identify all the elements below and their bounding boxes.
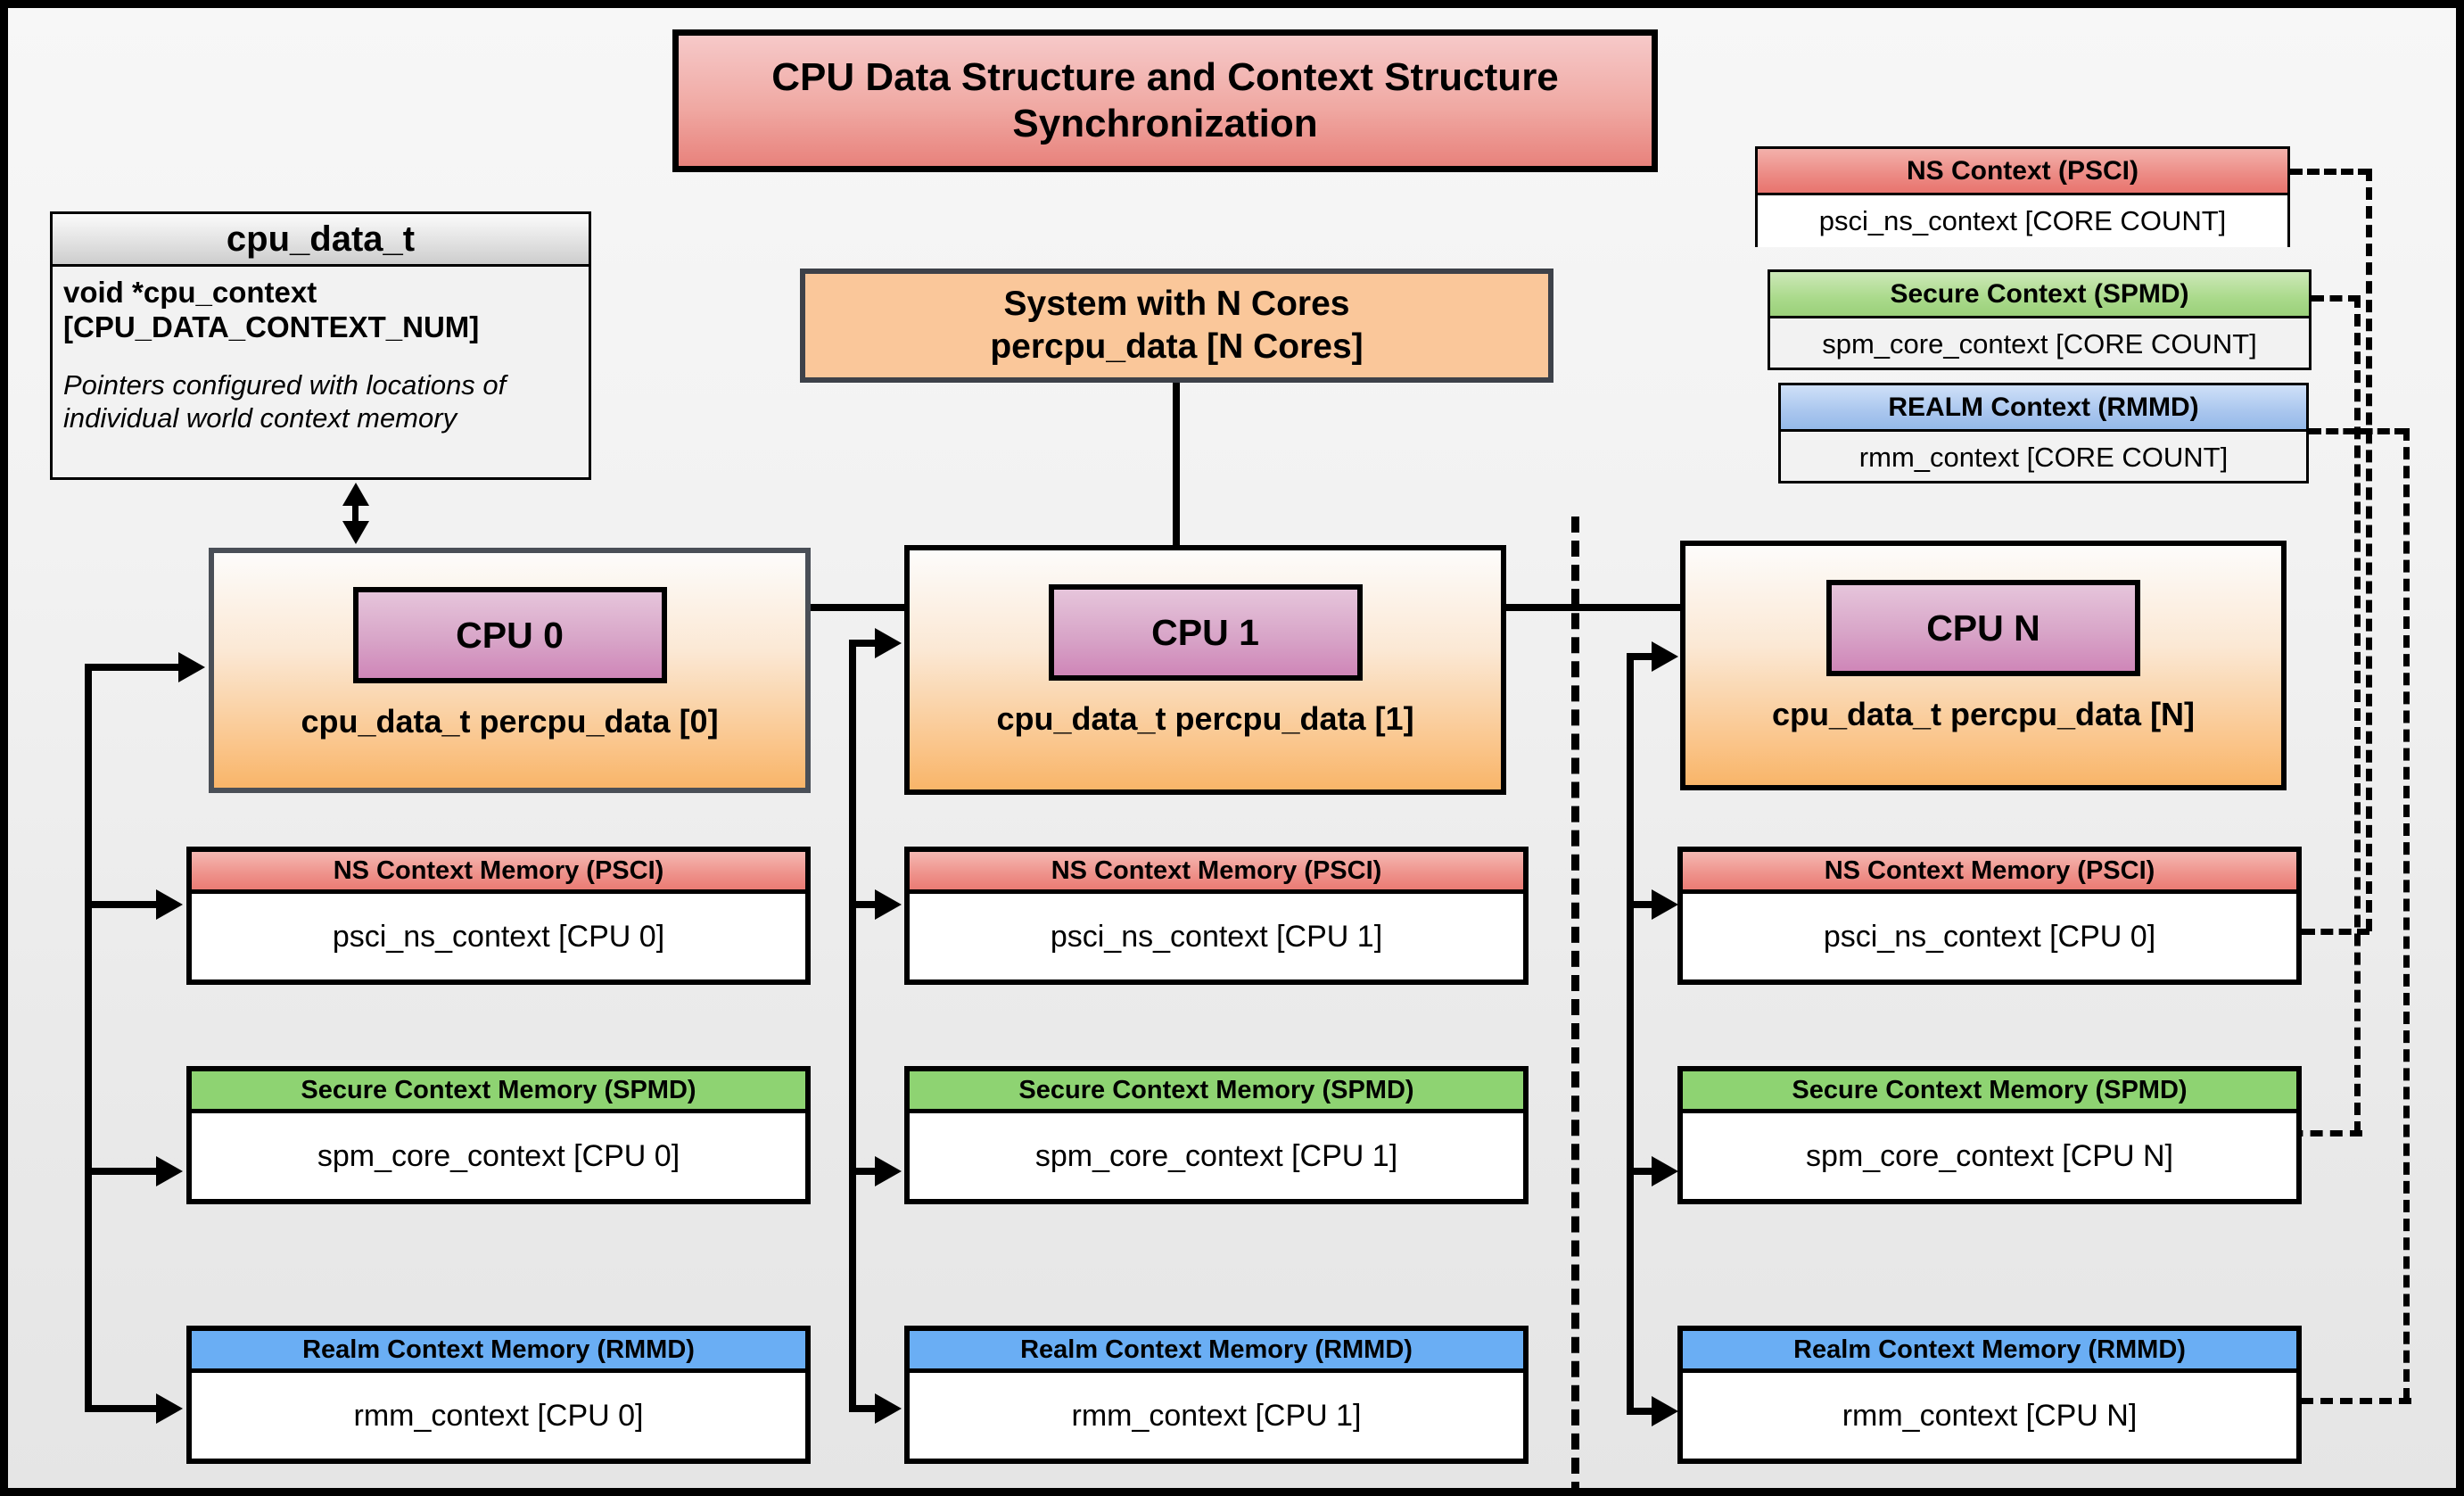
cpu-chip-1: CPU 1	[1048, 584, 1363, 681]
system-box-text: System with N Cores percpu_data [N Cores…	[990, 283, 1363, 368]
dash-realm-vertical	[2403, 428, 2410, 1401]
cpu-data-t-struct: cpu_data_t void *cpu_context [CPU_DATA_C…	[50, 211, 591, 480]
bus-arrow-cpu1-panel	[875, 628, 902, 658]
struct-body: void *cpu_context [CPU_DATA_CONTEXT_NUM]…	[53, 267, 589, 434]
tree-trunk	[1173, 383, 1180, 610]
legend-secure-body: spm_core_context [CORE COUNT]	[1822, 328, 2257, 360]
bus-arrow-cpu0-realm	[156, 1393, 183, 1424]
memory-secure-cpu1-body: spm_core_context [CPU 1]	[1034, 1138, 1398, 1173]
bus-trunk-cpu0	[85, 664, 92, 1409]
legend-secure-header: Secure Context (SPMD)	[1770, 272, 2309, 318]
bus-arm-cpu0-secure	[85, 1168, 156, 1175]
legend-realm-header: REALM Context (RMMD)	[1781, 385, 2306, 432]
memory-realm-cpu0[interactable]: Realm Context Memory (RMMD) rmm_context …	[186, 1326, 811, 1464]
bus-arm-cpun-secure	[1627, 1168, 1664, 1175]
bus-arm-cpun-realm	[1627, 1408, 1664, 1415]
legend-realm-body: rmm_context [CORE COUNT]	[1858, 442, 2229, 473]
cpu-chip-0: CPU 0	[352, 587, 667, 683]
memory-secure-cpu0[interactable]: Secure Context Memory (SPMD) spm_core_co…	[186, 1066, 811, 1204]
memory-secure-cpu0-body: spm_core_context [CPU 0]	[317, 1138, 680, 1173]
cpu-panel-0[interactable]: CPU 0 cpu_data_t percpu_data [0]	[209, 548, 811, 793]
bus-arm-cpun-ns	[1627, 901, 1664, 908]
bus-arrow-cpun-secure	[1652, 1156, 1678, 1186]
bus-arrow-cpu1-secure	[875, 1156, 902, 1186]
memory-ns-cpun[interactable]: NS Context Memory (PSCI) psci_ns_context…	[1677, 847, 2302, 985]
bus-arrow-cpun-panel	[1652, 641, 1678, 672]
bus-arm-cpu1-panel	[849, 640, 886, 647]
memory-realm-cpun[interactable]: Realm Context Memory (RMMD) rmm_context …	[1677, 1326, 2302, 1464]
bus-arrow-cpun-realm	[1652, 1396, 1678, 1426]
memory-ns-cpu0-header: NS Context Memory (PSCI)	[192, 852, 805, 894]
memory-ns-cpu1-body: psci_ns_context [CPU 1]	[1050, 919, 1383, 954]
dash-realm-enter	[2242, 1398, 2411, 1404]
dash-realm-top	[2309, 428, 2407, 434]
column-separator-dashed	[1571, 517, 1579, 1488]
legend-ns-header: NS Context (PSCI)	[1758, 149, 2287, 195]
legend-realm-context: REALM Context (RMMD) rmm_context [CORE C…	[1778, 383, 2309, 484]
dash-secure-vertical	[2354, 295, 2361, 1134]
memory-ns-cpu1[interactable]: NS Context Memory (PSCI) psci_ns_context…	[904, 847, 1529, 985]
memory-realm-cpun-header: Realm Context Memory (RMMD)	[1683, 1331, 2296, 1373]
cpu-chip-n: CPU N	[1826, 580, 2140, 676]
struct-link-dash	[352, 504, 358, 522]
memory-ns-cpu0[interactable]: NS Context Memory (PSCI) psci_ns_context…	[186, 847, 811, 985]
system-line-2: percpu_data [N Cores]	[990, 327, 1364, 366]
bus-arrow-cpun-ns	[1652, 889, 1678, 920]
cpu-panel-1[interactable]: CPU 1 cpu_data_t percpu_data [1]	[904, 545, 1506, 795]
bus-arm-cpu1-ns	[849, 901, 886, 908]
memory-ns-cpu1-header: NS Context Memory (PSCI)	[910, 852, 1523, 894]
cpu-label-1: cpu_data_t percpu_data [1]	[996, 700, 1414, 737]
bus-arrow-cpu0-ns	[156, 889, 183, 920]
bus-trunk-cpun	[1627, 653, 1634, 1411]
memory-ns-cpu0-body: psci_ns_context [CPU 0]	[332, 919, 665, 954]
system-line-1: System with N Cores	[1003, 285, 1350, 324]
dash-secure-enter	[2251, 1130, 2362, 1136]
memory-realm-cpun-body: rmm_context [CPU N]	[1842, 1398, 2138, 1433]
memory-realm-cpu1-header: Realm Context Memory (RMMD)	[910, 1331, 1523, 1373]
memory-realm-cpu0-body: rmm_context [CPU 0]	[353, 1398, 644, 1433]
memory-realm-cpu1[interactable]: Realm Context Memory (RMMD) rmm_context …	[904, 1326, 1529, 1464]
bus-trunk-cpu1	[849, 640, 856, 1409]
memory-realm-cpu0-header: Realm Context Memory (RMMD)	[192, 1331, 805, 1373]
struct-note: Pointers configured with locations of in…	[63, 368, 507, 434]
memory-secure-cpu1[interactable]: Secure Context Memory (SPMD) spm_core_co…	[904, 1066, 1529, 1204]
memory-ns-cpun-header: NS Context Memory (PSCI)	[1683, 852, 2296, 894]
memory-ns-cpun-body: psci_ns_context [CPU 0]	[1823, 919, 2156, 954]
bus-arm-cpu1-secure	[849, 1168, 886, 1175]
diagram-title: CPU Data Structure and Context Structure…	[672, 29, 1658, 172]
legend-ns-context: NS Context (PSCI) psci_ns_context [CORE …	[1755, 146, 2290, 247]
dash-secure-top	[2312, 295, 2361, 302]
dash-ns-vertical	[2366, 169, 2372, 931]
legend-ns-body: psci_ns_context [CORE COUNT]	[1758, 195, 2287, 247]
bus-arm-cpu0-ns	[85, 901, 156, 908]
memory-secure-cpun-body: spm_core_context [CPU N]	[1806, 1138, 2173, 1173]
dash-ns-bottom	[2303, 929, 2369, 935]
bus-arm-cpu1-realm	[849, 1405, 886, 1412]
memory-realm-cpu1-body: rmm_context [CPU 1]	[1071, 1398, 1362, 1433]
bus-arrow-cpu0-panel	[178, 652, 205, 682]
cpu-panel-n[interactable]: CPU N cpu_data_t percpu_data [N]	[1680, 541, 2287, 790]
bus-arm-cpu0-realm	[85, 1405, 156, 1412]
bus-arrow-cpu0-secure	[156, 1156, 183, 1186]
struct-header: cpu_data_t	[53, 214, 589, 267]
memory-secure-cpun-header: Secure Context Memory (SPMD)	[1683, 1071, 2296, 1113]
bus-arm-cpun-panel	[1627, 653, 1664, 660]
dash-ns-top	[2290, 169, 2370, 175]
memory-secure-cpu1-header: Secure Context Memory (SPMD)	[910, 1071, 1523, 1113]
bus-arm-cpu0-panel	[85, 664, 178, 671]
cpu-label-0: cpu_data_t percpu_data [0]	[301, 703, 719, 740]
struct-field: void *cpu_context [CPU_DATA_CONTEXT_NUM]	[63, 276, 480, 343]
struct-link-arrow-up	[342, 483, 369, 506]
bus-arrow-cpu1-realm	[875, 1393, 902, 1424]
struct-link-arrow-down	[342, 521, 369, 544]
memory-secure-cpun[interactable]: Secure Context Memory (SPMD) spm_core_co…	[1677, 1066, 2302, 1204]
legend-secure-context: Secure Context (SPMD) spm_core_context […	[1768, 269, 2312, 370]
memory-secure-cpu0-header: Secure Context Memory (SPMD)	[192, 1071, 805, 1113]
system-box: System with N Cores percpu_data [N Cores…	[800, 269, 1553, 383]
cpu-label-n: cpu_data_t percpu_data [N]	[1771, 696, 2196, 732]
bus-arrow-cpu1-ns	[875, 889, 902, 920]
